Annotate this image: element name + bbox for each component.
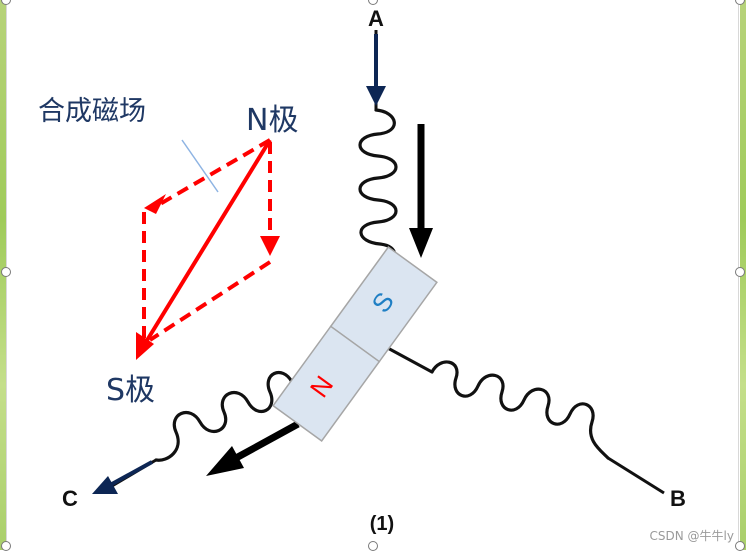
field-label-callout [181, 139, 219, 193]
resize-handle-mid-left[interactable] [1, 267, 11, 277]
coil-a-field-arrow [409, 124, 433, 258]
phase-b-winding [383, 344, 665, 495]
current-arrow-c [92, 460, 153, 494]
coil-c [154, 370, 294, 462]
csdn-watermark: CSDN @牛牛ly [649, 529, 734, 543]
phase-a-label: A [368, 6, 384, 31]
coil-a [358, 108, 398, 268]
resultant-vector [144, 138, 272, 344]
bar-magnet: S N [272, 246, 438, 442]
parallelogram-dashed-bottom [148, 260, 272, 342]
coil-c-field-arrow [206, 420, 300, 476]
resultant-field-label: 合成磁场 [38, 96, 146, 127]
s-pole-label: S极 [106, 373, 155, 408]
resultant-field-vectors [136, 138, 280, 360]
phase-b-label: B [670, 486, 686, 511]
figure-number: (1) [370, 513, 394, 535]
magnet-n-half [272, 325, 381, 442]
coil-b [430, 360, 610, 460]
current-arrow-a [366, 34, 386, 106]
resize-handle-mid-right[interactable] [735, 267, 745, 277]
component-dashed-top [158, 138, 272, 206]
phase-c-label: C [62, 486, 78, 511]
n-pole-label: N极 [246, 103, 298, 138]
